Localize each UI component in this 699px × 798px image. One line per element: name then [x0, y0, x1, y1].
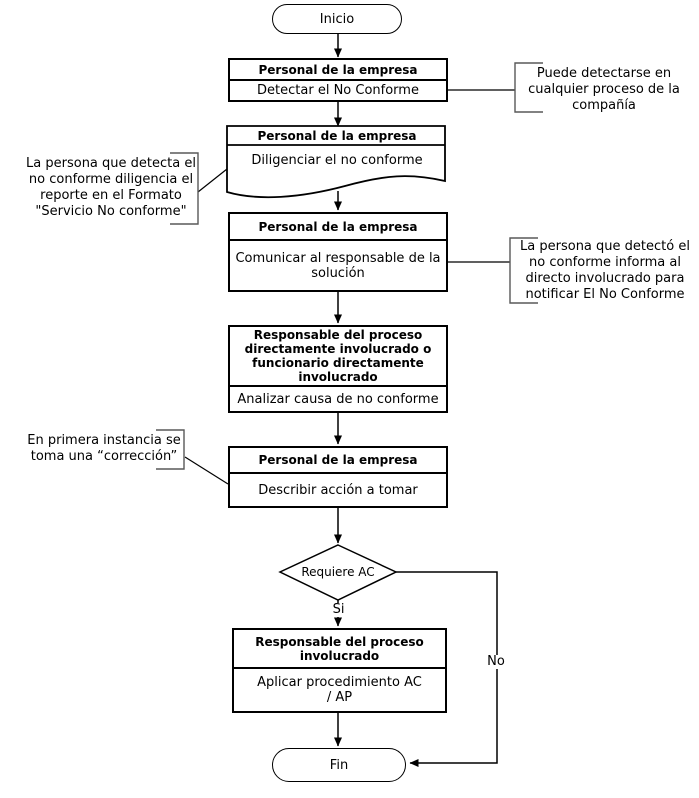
decision-label: Requiere AC: [301, 565, 375, 579]
step5-header: Personal de la empresa: [230, 448, 446, 474]
end-label: Fin: [329, 757, 349, 773]
connector-step2-annotation: [197, 168, 228, 193]
process-box-step3: Personal de la empresa Comunicar al resp…: [228, 212, 448, 292]
step2-body: Diligenciar el no conforme: [251, 153, 423, 168]
process-box-step1: Personal de la empresa Detectar el No Co…: [228, 58, 448, 102]
decision-diamond: [278, 544, 398, 601]
step2-header: Personal de la empresa: [257, 128, 417, 143]
step6-body: Aplicar procedimiento AC / AP: [257, 675, 422, 705]
step3-header: Personal de la empresa: [230, 214, 446, 241]
bracket-annotation-left2: [156, 429, 185, 470]
annotation-right2: La persona que detectó el no conforme in…: [520, 239, 690, 302]
step4-header: Responsable del proceso directamente inv…: [230, 327, 446, 387]
no-edge-label: No: [484, 655, 508, 669]
step5-body: Describir acción a tomar: [258, 482, 418, 498]
step1-header: Personal de la empresa: [230, 60, 446, 81]
start-label: Inicio: [319, 11, 355, 27]
step3-body: Comunicar al responsable de la solución: [235, 250, 441, 281]
yes-edge-label: Si: [330, 603, 347, 617]
bracket-annotation-right1: [514, 62, 543, 113]
end-terminator: Fin: [272, 748, 406, 782]
process-box-step4: Responsable del proceso directamente inv…: [228, 325, 448, 413]
annotation-right1: Puede detectarse en cualquier proceso de…: [528, 66, 680, 113]
step4-body: Analizar causa de no conforme: [237, 391, 439, 407]
step6-header: Responsable del proceso involucrado: [234, 630, 445, 669]
bracket-annotation-left1: [170, 152, 199, 225]
step1-body: Detectar el No Conforme: [257, 83, 419, 98]
annotation-left1: La persona que detecta el no conforme di…: [26, 156, 196, 219]
process-box-step5: Personal de la empresa Describir acción …: [228, 446, 448, 508]
document-shape: [226, 125, 446, 199]
start-terminator: Inicio: [272, 4, 402, 34]
bracket-annotation-right2: [509, 237, 538, 304]
process-box-step6: Responsable del proceso involucrado Apli…: [232, 628, 447, 713]
connector-step5-annotation: [184, 456, 229, 485]
annotation-left2: En primera instancia se toma una “correc…: [27, 433, 181, 464]
